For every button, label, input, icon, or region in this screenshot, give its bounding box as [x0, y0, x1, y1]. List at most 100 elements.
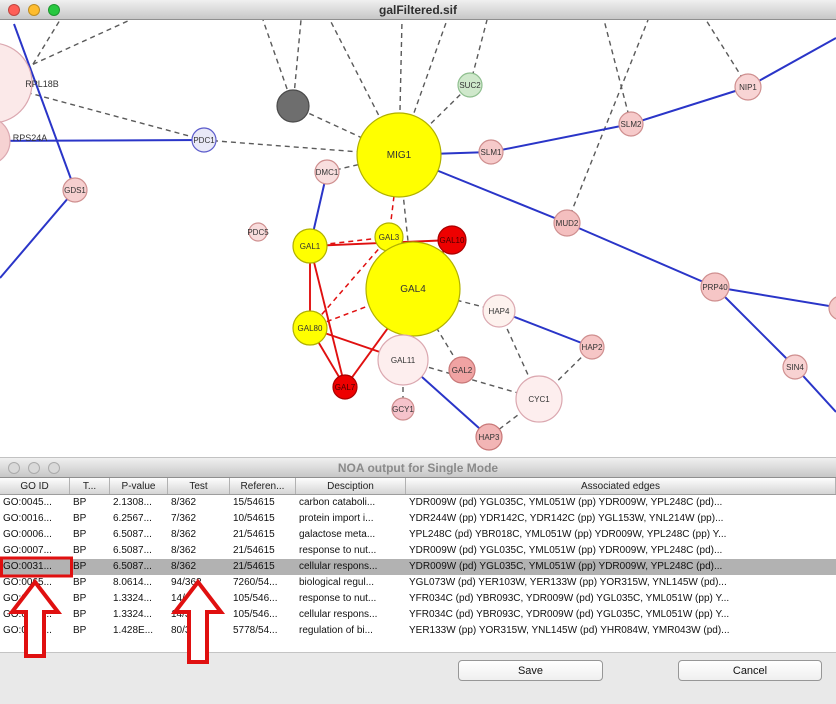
graph-node-rps24a[interactable]: [0, 117, 11, 165]
graph-node-gal1[interactable]: [292, 228, 328, 264]
minimize-button[interactable]: [28, 462, 40, 474]
cell-p-value: 1.428E...: [113, 625, 154, 636]
graph-node-label: GAL4: [400, 284, 426, 295]
graph-edge[interactable]: [0, 20, 131, 83]
graph-node-prp40[interactable]: [700, 272, 730, 302]
save-button[interactable]: Save: [458, 660, 603, 681]
cell-p-value: 8.0614...: [113, 577, 152, 588]
graph-node-mig1[interactable]: [356, 112, 442, 198]
graph-node-graynode[interactable]: [276, 89, 310, 123]
column-header-description[interactable]: Desciption: [296, 478, 406, 494]
graph-node-pdc1[interactable]: [191, 127, 217, 153]
graph-node-gcy1[interactable]: [391, 397, 415, 421]
graph-node-suc2[interactable]: [457, 72, 483, 98]
cell-test: 8/362: [171, 561, 197, 572]
graph-node-hap3[interactable]: [475, 423, 503, 451]
zoom-button[interactable]: [48, 462, 60, 474]
graph-edge[interactable]: [329, 20, 400, 156]
graph-edge[interactable]: [13, 23, 76, 191]
column-header-p-value[interactable]: P-value: [110, 478, 168, 494]
graph-node-label: RPL18B: [25, 79, 59, 89]
noa-window-titlebar[interactable]: NOA output for Single Mode: [0, 458, 836, 478]
cell-go-id: GO:0006...: [3, 529, 52, 540]
graph-node-label: GAL2: [452, 366, 473, 375]
window-controls: [8, 462, 60, 474]
graph-edge[interactable]: [490, 123, 632, 153]
network-graph[interactable]: RPL18BRPS24AGDS1PDC1DMC1MIG1SUC2SLM1SLM2…: [0, 20, 836, 458]
cell-description: cellular respons...: [299, 561, 378, 572]
graph-node-label: NIP1: [739, 83, 757, 92]
graph-edge[interactable]: [309, 236, 390, 329]
graph-edge[interactable]: [292, 105, 400, 156]
graph-edge[interactable]: [309, 245, 346, 388]
cancel-button[interactable]: Cancel: [678, 660, 822, 681]
cell-test: 8/362: [171, 529, 197, 540]
graph-edge[interactable]: [0, 189, 76, 279]
cell-go-id: GO:0016...: [3, 513, 52, 524]
graph-edge[interactable]: [398, 20, 448, 156]
graph-node-rpl18b[interactable]: [0, 43, 33, 123]
column-header-reference[interactable]: Referen...: [230, 478, 296, 494]
graph-node-cyc1[interactable]: [515, 375, 563, 423]
column-header-type[interactable]: T...: [70, 478, 110, 494]
graph-node-label: GAL10: [440, 236, 465, 245]
graph-node-gal7[interactable]: [332, 374, 358, 400]
graph-edge[interactable]: [714, 286, 836, 309]
graph-node-pdc5[interactable]: [248, 222, 268, 242]
graph-node-hap2[interactable]: [579, 334, 605, 360]
graph-node-dmc1[interactable]: [314, 159, 340, 185]
graph-edge[interactable]: [262, 20, 294, 107]
close-button[interactable]: [8, 462, 20, 474]
graph-edge[interactable]: [498, 310, 540, 400]
graph-edge[interactable]: [566, 20, 649, 224]
minimize-button[interactable]: [28, 4, 40, 16]
graph-node-gal2[interactable]: [448, 356, 476, 384]
graph-node-gal80[interactable]: [292, 310, 328, 346]
graph-node-nip1[interactable]: [734, 73, 762, 101]
cell-description: biological regul...: [299, 577, 375, 588]
graph-node-gal4[interactable]: [365, 241, 461, 337]
cell-go-id: GO:0007...: [3, 545, 52, 556]
cell-type: BP: [73, 561, 87, 572]
graph-edge[interactable]: [630, 86, 749, 125]
graph-node-gal11[interactable]: [377, 334, 429, 386]
column-header-associated-edges[interactable]: Associated edges: [406, 478, 836, 494]
zoom-button[interactable]: [48, 4, 60, 16]
graph-edge[interactable]: [0, 20, 61, 141]
graph-node-hap4[interactable]: [482, 294, 516, 328]
graph-edge[interactable]: [0, 139, 205, 142]
cell-type: BP: [73, 529, 87, 540]
network-window-titlebar[interactable]: galFiltered.sif: [0, 0, 836, 20]
graph-edge[interactable]: [498, 310, 593, 348]
graph-node-gal10[interactable]: [437, 225, 467, 255]
cell-p-value: 6.5087...: [113, 529, 152, 540]
cell-go-id: GO:0031...: [3, 593, 52, 604]
column-header-test[interactable]: Test: [168, 478, 230, 494]
cell-description: response to nut...: [299, 593, 377, 604]
column-header-go-id[interactable]: GO ID: [0, 478, 70, 494]
graph-node-slm2[interactable]: [618, 111, 644, 137]
graph-edge[interactable]: [747, 37, 836, 88]
graph-edge[interactable]: [398, 84, 471, 156]
cell-test: 14/362: [171, 593, 202, 604]
window-controls: [8, 4, 60, 16]
graph-edge[interactable]: [566, 222, 716, 288]
graph-edge[interactable]: [714, 286, 796, 368]
graph-node-msn[interactable]: [828, 296, 836, 320]
graph-node-sin4[interactable]: [782, 354, 808, 380]
graph-node-slm1[interactable]: [478, 139, 504, 165]
graph-node-gds1[interactable]: [62, 177, 88, 203]
graph-node-mud2[interactable]: [553, 209, 581, 237]
close-button[interactable]: [8, 4, 20, 16]
